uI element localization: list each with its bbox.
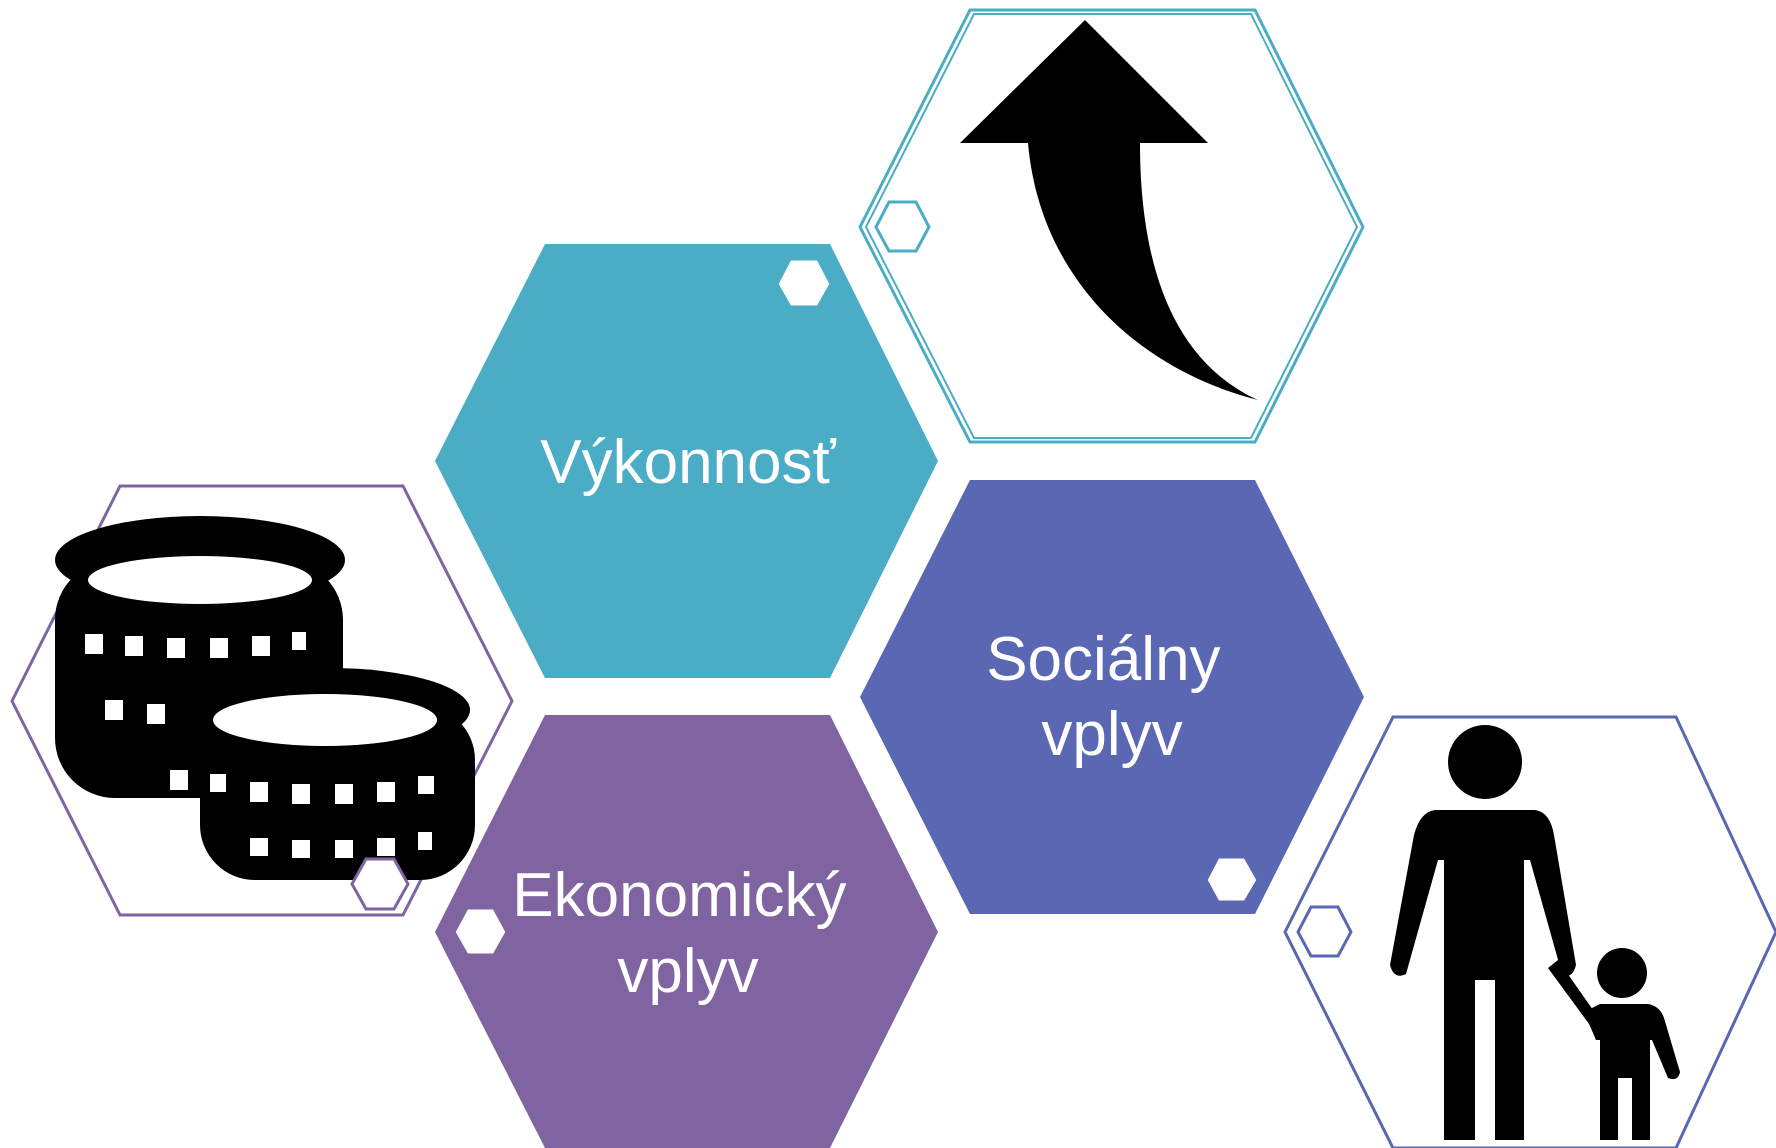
hex-family-outline [1283, 715, 1776, 1148]
hex-ekonomicky-line1: Ekonomický [512, 861, 846, 930]
curved-up-arrow-icon [960, 20, 1258, 400]
hex-growth-inner-shape [864, 13, 1359, 439]
small-hexagon-icon [1296, 905, 1353, 958]
hex-socialny-line2: vplyv [1041, 700, 1182, 769]
hex-socialny-line1: Sociálny [986, 625, 1220, 694]
hex-ekonomicky-label: Ekonomický vplyv [512, 861, 863, 1006]
coin-stack-icon [55, 516, 475, 880]
hex-family-outer-shape [1283, 715, 1776, 1148]
hex-money-outline [10, 484, 514, 917]
hex-ekonomicky-shape [435, 715, 938, 1148]
hex-socialny: Sociálny vplyv [860, 480, 1364, 914]
hex-socialny-label: Sociálny vplyv [986, 625, 1238, 769]
hex-ekonomicky-line2: vplyv [617, 937, 758, 1006]
small-hexagon-icon [874, 200, 931, 253]
small-hexagon-icon [452, 906, 509, 957]
small-hexagon-icon [1204, 855, 1260, 904]
hex-vykonnost: Výkonnosť [435, 244, 938, 678]
small-hexagon-icon [775, 257, 833, 309]
parent-child-icon [1390, 725, 1680, 1140]
hex-vykonnost-label: Výkonnosť [540, 428, 836, 497]
hex-socialny-shape [860, 480, 1364, 914]
hex-ekonomicky: Ekonomický vplyv [435, 715, 938, 1148]
small-hexagon-icon [350, 857, 410, 911]
hex-vykonnost-shape [435, 244, 938, 678]
hex-growth-outline [858, 8, 1365, 444]
